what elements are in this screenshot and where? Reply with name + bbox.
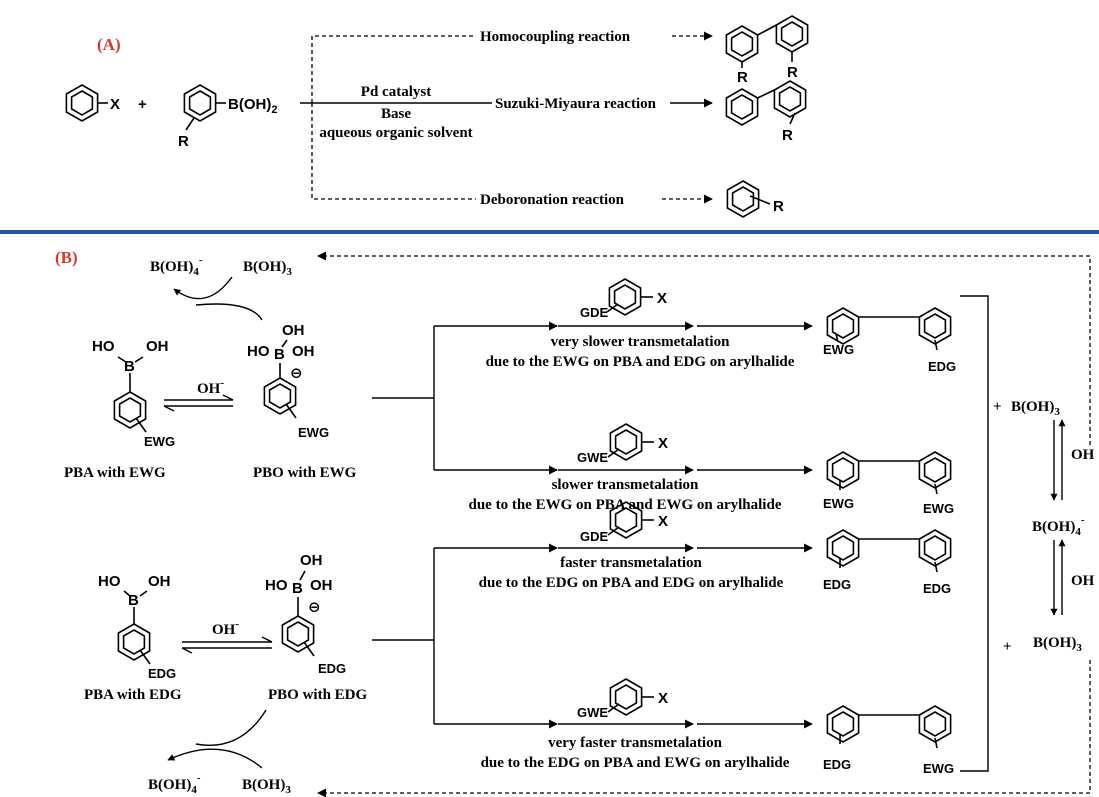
right-boh3-bottom: B(OH)3 <box>1033 635 1082 654</box>
aryl-halide-gwe-2: X GWE <box>577 423 668 465</box>
svg-text:EWG: EWG <box>823 342 854 357</box>
suzuki-product: R <box>725 80 807 144</box>
svg-text:X: X <box>658 513 668 530</box>
svg-text:EWG: EWG <box>144 434 175 449</box>
boronic-label: B(OH) <box>228 96 271 113</box>
svg-text:GWE: GWE <box>577 450 608 465</box>
panel-label-b: (B) <box>55 248 78 267</box>
svg-text:OH: OH <box>148 573 171 590</box>
path1-cause: due to the EWG on PBA and EDG on arylhal… <box>486 354 795 370</box>
svg-text:B: B <box>292 580 303 597</box>
panel-label-a: (A) <box>97 35 121 54</box>
pbo-edg-structure: OH HO OH B ⊖ EDG <box>265 552 346 676</box>
path4-speed: very faster transmetalation <box>548 735 722 751</box>
product-edg-edg: EDG EDG <box>823 529 952 596</box>
pba-edg-label: PBA with EDG <box>84 687 182 703</box>
plus-sign: + <box>138 96 147 113</box>
pba-edg-structure: HO OH B EDG <box>98 573 176 681</box>
path3-cause: due to the EDG on PBA and EDG on arylhal… <box>479 575 784 591</box>
svg-text:OH: OH <box>292 343 315 360</box>
svg-text:R: R <box>787 64 798 81</box>
svg-text:B(OH)2: B(OH)2 <box>228 96 277 116</box>
right-oh-1: OH <box>1071 447 1095 463</box>
svg-text:HO: HO <box>98 573 121 590</box>
boronic-sub: 2 <box>271 104 277 116</box>
suzuki-reaction-label: Suzuki-Miyaura reaction <box>495 96 657 112</box>
svg-text:+: + <box>1003 639 1012 655</box>
pbo-ewg-label: PBO with EWG <box>253 465 357 481</box>
svg-text:R: R <box>782 127 793 144</box>
right-boh3-top: B(OH)3 <box>1011 399 1060 418</box>
atom-x: X <box>110 96 120 113</box>
base-label: Base <box>381 106 411 122</box>
svg-text:OH: OH <box>310 577 333 594</box>
deboronation-label: Deboronation reaction <box>480 192 625 208</box>
r-group: R <box>178 133 189 150</box>
svg-text:EDG: EDG <box>823 757 851 772</box>
homocoupling-label: Homocoupling reaction <box>480 29 631 45</box>
pba-ewg-label: PBA with EWG <box>64 465 166 481</box>
svg-text:EDG: EDG <box>318 661 346 676</box>
bottom-boh3: B(OH)3 <box>242 777 291 796</box>
svg-text:EWG: EWG <box>298 425 329 440</box>
svg-text:R: R <box>737 69 748 86</box>
path1-speed: very slower transmetalation <box>551 334 731 350</box>
svg-text:OH: OH <box>146 338 169 355</box>
right-oh-2: OH <box>1071 573 1095 589</box>
svg-text:GDE: GDE <box>580 529 609 544</box>
svg-text:X: X <box>658 435 668 452</box>
svg-text:X: X <box>657 290 667 307</box>
top-boh3: B(OH)3 <box>243 259 292 278</box>
svg-text:OH: OH <box>282 322 305 339</box>
path2-speed: slower transmetalation <box>552 477 699 493</box>
aryl-halide-gwe-4: X GWE <box>577 678 668 720</box>
svg-text:+: + <box>993 399 1002 415</box>
product-ewg-edg: EWG EDG <box>823 307 956 374</box>
svg-text:OH: OH <box>300 552 323 569</box>
path3-speed: faster transmetalation <box>560 555 702 571</box>
svg-text:EDG: EDG <box>923 581 951 596</box>
svg-text:HO: HO <box>92 338 115 355</box>
aryl-halide-gde-3: X GDE <box>580 501 668 544</box>
product-ewg-ewg: EWG EWG <box>823 451 954 516</box>
svg-text:HO: HO <box>247 343 270 360</box>
path4-cause: due to the EDG on PBA and EWG on arylhal… <box>481 755 790 771</box>
svg-text:EDG: EDG <box>148 666 176 681</box>
homocoupling-product: R R <box>725 15 809 86</box>
svg-text:R: R <box>773 198 784 215</box>
svg-text:B: B <box>274 346 285 363</box>
aryl-halide-gde-1: X GDE <box>580 278 667 320</box>
oh-equilibrium-top: OH- <box>197 377 224 397</box>
catalyst-label: Pd catalyst <box>361 84 431 100</box>
svg-text:B: B <box>128 592 139 609</box>
svg-text:EWG: EWG <box>923 501 954 516</box>
pbo-edg-label: PBO with EDG <box>268 687 368 703</box>
phenylboronic-acid-a: B(OH)2 R <box>178 84 277 150</box>
deboronation-product: R <box>726 180 784 218</box>
solvent-label: aqueous organic solvent <box>319 125 472 141</box>
top-boh4: B(OH)4- <box>150 254 203 278</box>
aryl-halide-a: X <box>65 84 120 122</box>
oh-equilibrium-bottom: OH- <box>212 618 239 638</box>
svg-text:⊖: ⊖ <box>290 365 303 382</box>
svg-text:⊖: ⊖ <box>308 599 321 616</box>
bottom-boh4: B(OH)4- <box>148 772 201 796</box>
svg-text:EWG: EWG <box>823 496 854 511</box>
pba-ewg-structure: HO OH B EWG <box>92 338 175 449</box>
panel-divider <box>0 230 1099 234</box>
svg-text:HO: HO <box>265 577 288 594</box>
product-edg-ewg: EDG EWG <box>823 705 954 776</box>
svg-text:X: X <box>658 690 668 707</box>
svg-text:GDE: GDE <box>580 305 609 320</box>
pbo-ewg-structure: OH HO OH B ⊖ EWG <box>247 322 329 440</box>
svg-text:GWE: GWE <box>577 705 608 720</box>
svg-text:EDG: EDG <box>823 577 851 592</box>
svg-text:EDG: EDG <box>928 359 956 374</box>
right-boh4: B(OH)4- <box>1032 514 1085 538</box>
path2-cause: due to the EWG on PBA and EWG on arylhal… <box>469 497 782 513</box>
svg-text:EWG: EWG <box>923 761 954 776</box>
svg-text:B: B <box>124 358 135 375</box>
